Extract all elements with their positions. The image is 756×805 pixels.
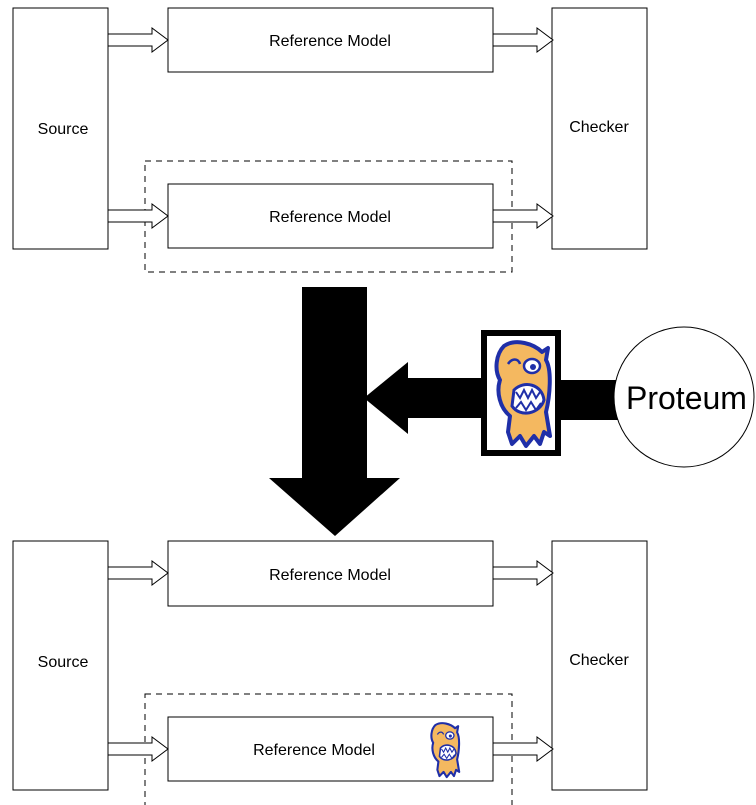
left-arrow	[364, 362, 484, 434]
top-reference-model-a-label: Reference Model	[269, 33, 391, 50]
bottom-source-label: Source	[38, 654, 89, 671]
top-arrow-model-b-to-checker	[492, 203, 554, 229]
top-arrow-source-to-model-a	[107, 27, 169, 53]
top-reference-model-b-label: Reference Model	[269, 209, 391, 226]
top-reference-model-b	[167, 183, 494, 249]
connector-bar	[558, 380, 618, 420]
bottom-reference-model-a	[167, 540, 494, 607]
bottom-checker-label: Checker	[569, 652, 629, 669]
bottom-reference-model-b-label: Reference Model	[253, 742, 375, 759]
top-section: Source Checker Reference Model Reference…	[12, 7, 648, 273]
bottom-reference-model-a-label: Reference Model	[269, 567, 391, 584]
down-arrow	[269, 287, 400, 536]
bottom-arrow-source-to-model-a	[107, 560, 169, 586]
mutation-flow: Proteum	[269, 287, 755, 536]
top-checker-label: Checker	[569, 119, 629, 136]
proteum-label: Proteum	[626, 380, 747, 416]
top-reference-model-a	[167, 7, 494, 73]
bottom-arrow-model-b-to-checker	[492, 736, 554, 762]
bottom-arrow-source-to-model-b	[107, 736, 169, 762]
bottom-arrow-model-a-to-checker	[492, 560, 554, 586]
top-arrow-source-to-model-b	[107, 203, 169, 229]
top-source-box	[12, 7, 109, 250]
bottom-section: Source Checker Reference Model Reference…	[12, 540, 648, 805]
top-arrow-model-a-to-checker	[492, 27, 554, 53]
bottom-source-box	[12, 540, 109, 791]
bottom-mutant-boundary	[144, 693, 513, 805]
top-checker-box	[551, 7, 648, 250]
proteum-circle	[613, 326, 755, 468]
bottom-checker-box	[551, 540, 648, 791]
top-source-label: Source	[38, 121, 89, 138]
